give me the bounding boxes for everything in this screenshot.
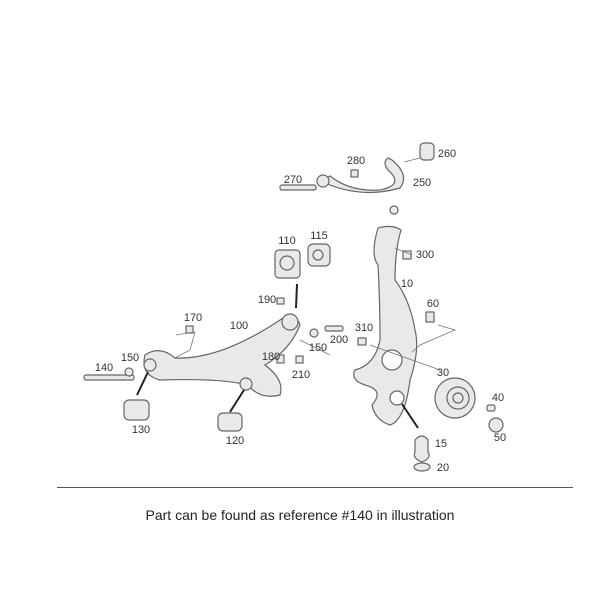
- callout-label: 115: [310, 230, 328, 242]
- nut-170: [185, 325, 194, 334]
- lower-arm-bushing-top: [281, 313, 299, 331]
- callout-label: 200: [329, 334, 349, 346]
- callout-label: 210: [291, 369, 311, 381]
- bushing-260: [419, 142, 435, 161]
- reference-caption: Part can be found as reference #140 in i…: [145, 507, 455, 523]
- nut-210: [295, 355, 304, 364]
- bolt-200: [324, 325, 344, 332]
- callout-label: 120: [225, 435, 245, 447]
- divider: [57, 487, 573, 488]
- callout-label: 100: [229, 320, 249, 332]
- washer-150-b: [309, 328, 319, 338]
- steering-knuckle: [353, 225, 418, 426]
- upper-control-arm: [316, 157, 405, 194]
- nut-180: [276, 354, 285, 364]
- nut-310: [357, 337, 367, 346]
- callout-label: 60: [426, 298, 440, 310]
- callout-label: 15: [434, 438, 448, 450]
- callout-label: 110: [278, 235, 296, 247]
- ball-joint-bore: [389, 390, 405, 406]
- upper-ball-joint: [389, 205, 399, 215]
- callout-label: 180: [261, 351, 281, 363]
- callout-label: 260: [437, 148, 457, 160]
- leader-lines: [174, 157, 457, 371]
- bolt-40: [486, 404, 496, 412]
- callout-label: 190: [257, 294, 277, 306]
- washer-150-a: [124, 367, 134, 377]
- callout-label: 10: [400, 278, 414, 290]
- lower-control-arm: [143, 315, 301, 397]
- lower-arm-bushing-front: [143, 358, 157, 372]
- callout-label: 250: [412, 177, 432, 189]
- callout-label: 170: [183, 312, 203, 324]
- callout-label: 20: [436, 462, 450, 474]
- callout-label: 300: [415, 249, 435, 261]
- seal-20: [413, 462, 431, 472]
- callout-label: 140: [94, 362, 114, 374]
- callout-label: 270: [283, 174, 303, 186]
- callout-label: 280: [346, 155, 366, 167]
- callout-label: 40: [491, 392, 505, 404]
- ball-joint-15: [413, 435, 430, 463]
- assembly-arrows: [136, 283, 419, 429]
- callout-label: 50: [493, 432, 507, 444]
- nut-280: [350, 169, 359, 178]
- callout-label: 30: [436, 367, 450, 379]
- upper-arm-bushing: [316, 174, 330, 188]
- callout-label: 150: [308, 342, 328, 354]
- bolt-60: [425, 311, 435, 323]
- bushing-120: [217, 412, 243, 432]
- bushing-130: [123, 399, 150, 421]
- callout-label: 130: [131, 424, 151, 436]
- bolt-270: [279, 184, 317, 191]
- nut-190: [276, 297, 285, 305]
- nut-50: [488, 417, 504, 433]
- lower-arm-bushing-rear: [239, 377, 253, 391]
- bolt-140: [83, 374, 135, 381]
- callout-label: 150: [120, 352, 140, 364]
- callout-label: 310: [354, 322, 374, 334]
